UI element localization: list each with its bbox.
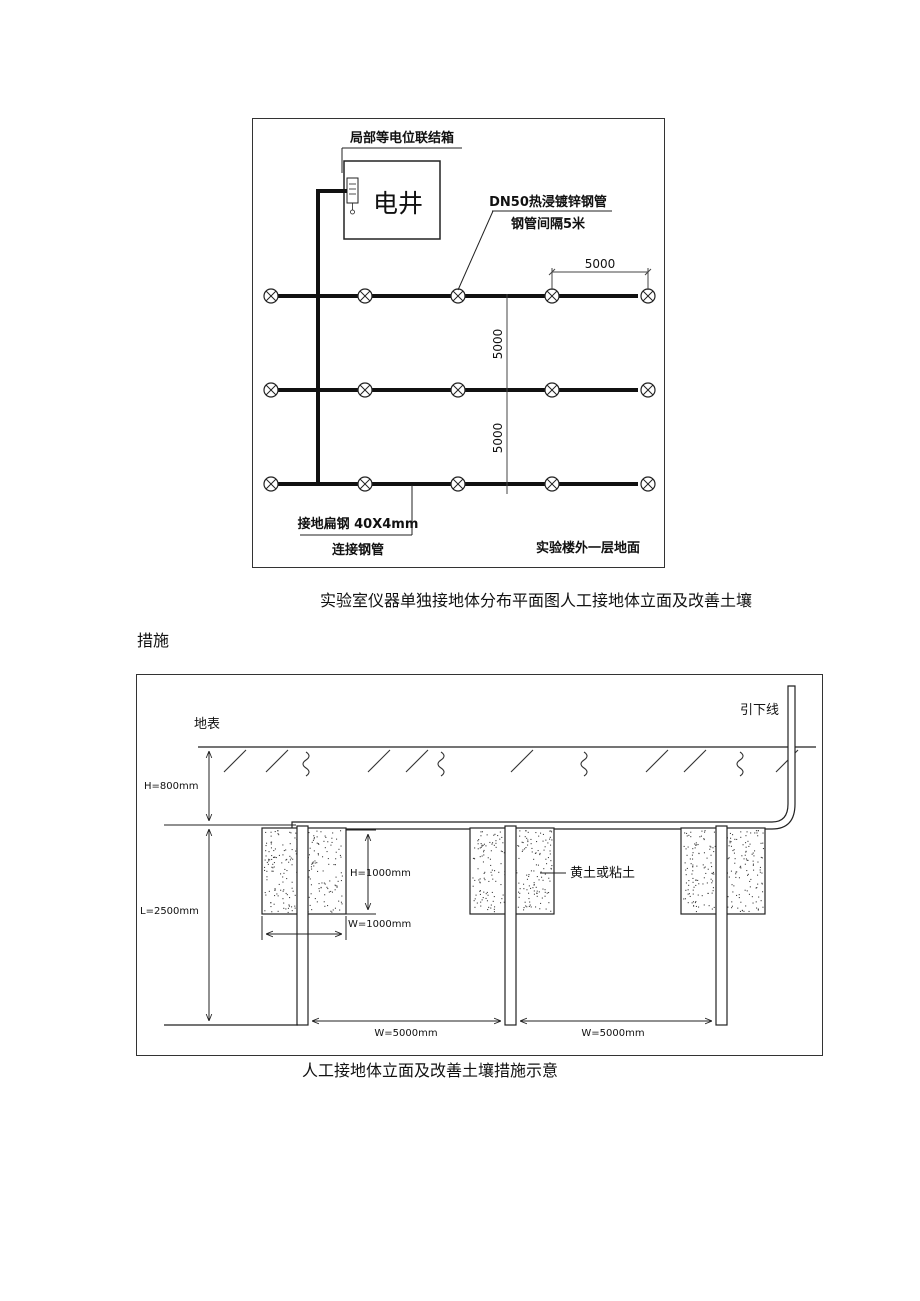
electrode-symbol: [544, 476, 560, 492]
electrode-symbol: [357, 382, 373, 398]
pipe-label-line1: DN50热浸镀锌钢管: [489, 194, 607, 210]
electrode-3: [715, 825, 728, 1026]
box-label-leader: [341, 147, 462, 173]
electrode-1: [296, 825, 309, 1026]
flat-steel-trunk: [316, 189, 347, 486]
electrode-symbol: [263, 382, 279, 398]
spacing-dimension-1-label: W=5000mm: [374, 1028, 437, 1039]
horizontal-dimension-label: 5000: [585, 257, 616, 271]
electrode-symbol: [544, 288, 560, 304]
caption-plan-continued: 措施: [137, 631, 170, 650]
hatch-stroke: [265, 749, 289, 773]
soil-width-dimension: [261, 916, 347, 940]
hatch-stroke: [223, 749, 247, 773]
electrode-symbol: [263, 288, 279, 304]
soil-height-dimension: [346, 829, 376, 915]
vertical-dimension-label-1: 5000: [491, 329, 505, 360]
hatch-stroke: [405, 749, 429, 773]
soil-label: 黄土或粘土: [570, 866, 635, 881]
caption-elevation: 人工接地体立面及改善土壤措施示意: [302, 1061, 559, 1080]
hatch-stroke: [683, 749, 707, 773]
hatch-stroke: [367, 749, 391, 773]
soil-squiggle: [736, 751, 744, 777]
soil-height-label: H=1000mm: [350, 868, 411, 879]
flat-steel-label-line2: 连接钢管: [332, 542, 384, 558]
flat-steel-label-line1: 接地扁钢 40X4mm: [298, 516, 419, 532]
electrode-symbol: [640, 288, 656, 304]
horizontal-dimension: [548, 268, 652, 290]
electrical-shaft: [343, 160, 441, 240]
electrode-2: [504, 825, 517, 1026]
soil-squiggle: [580, 751, 588, 777]
electrode-symbol: [263, 476, 279, 492]
electrode-symbol: [450, 382, 466, 398]
grounding-electrodes: [263, 288, 656, 492]
soil-squiggle: [437, 751, 445, 777]
electrode-symbol: [544, 382, 560, 398]
electrode-symbol: [640, 476, 656, 492]
surface-label: 地表: [194, 717, 220, 732]
pipe-label-line2: 钢管间隔5米: [511, 216, 586, 232]
shaft-label: 电井: [373, 189, 423, 218]
electrode-symbol: [357, 476, 373, 492]
grounding-elevation-diagram: 地表 引下线 H=800mm L=2500mm H=1000mm: [136, 674, 823, 1056]
electrode-symbol: [450, 288, 466, 304]
hatch-stroke: [645, 749, 669, 773]
depth-dimension-label: H=800mm: [144, 781, 198, 792]
soil-width-label: W=1000mm: [348, 919, 411, 930]
electrode-symbol: [640, 382, 656, 398]
vertical-dimension-label-2: 5000: [491, 423, 505, 454]
location-label: 实验楼外一层地面: [536, 540, 640, 556]
spacing-dimension-2-label: W=5000mm: [581, 1028, 644, 1039]
hatch-stroke: [510, 749, 534, 773]
length-dimension-label: L=2500mm: [140, 906, 199, 917]
grounding-plan-diagram: 局部等电位联结箱 电井 DN50热浸镀锌钢管 钢管间隔5米 5000: [252, 118, 665, 568]
plan-frame: [252, 118, 665, 568]
box-label: 局部等电位联结箱: [350, 130, 454, 146]
downlead-label: 引下线: [740, 703, 779, 718]
electrode-symbol: [450, 476, 466, 492]
pipe-label-leader: [457, 210, 494, 291]
caption-plan: 实验室仪器单独接地体分布平面图人工接地体立面及改善土壤: [320, 591, 753, 610]
electrode-symbol: [357, 288, 373, 304]
soil-squiggle: [302, 751, 310, 777]
